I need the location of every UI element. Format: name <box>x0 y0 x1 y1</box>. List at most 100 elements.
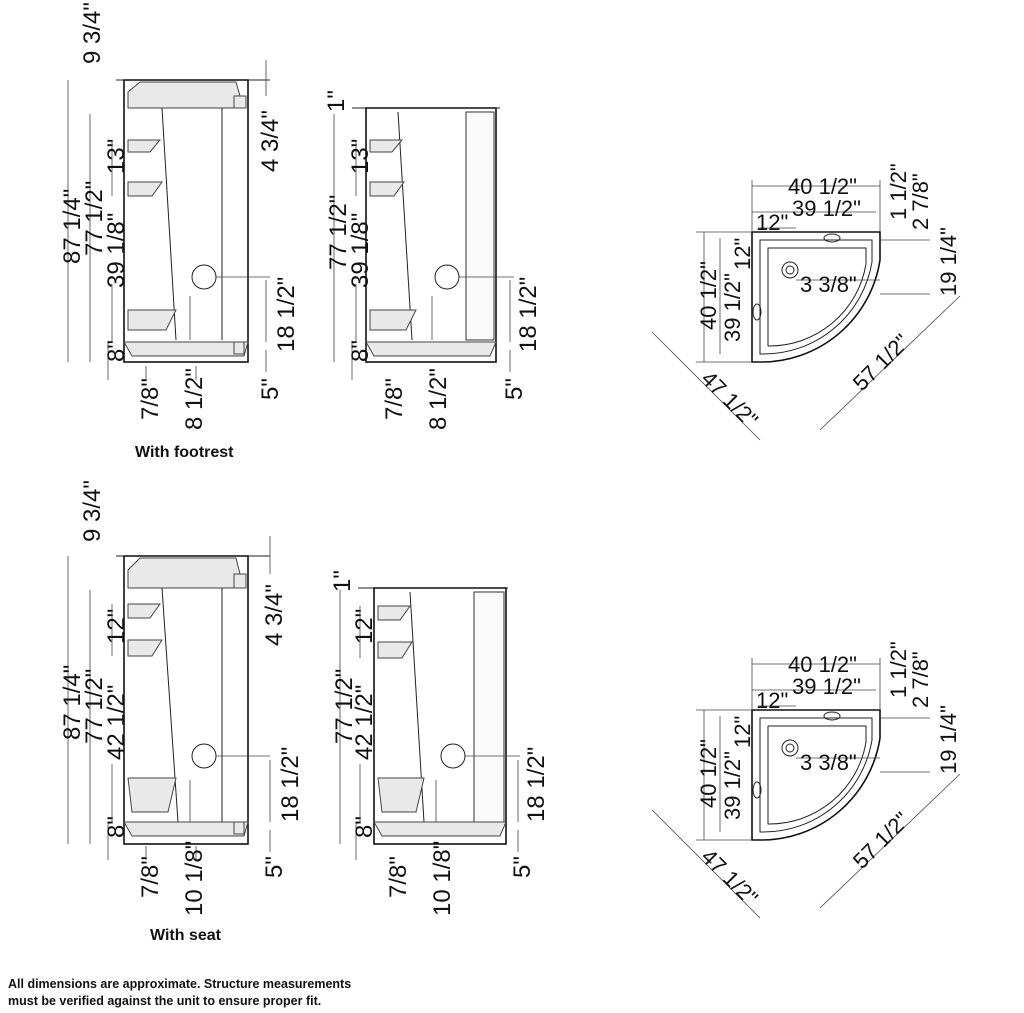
dim-right-c: 19 1/4" <box>936 227 961 296</box>
dim-bottom-a: 7/8" <box>137 856 164 898</box>
dim-bottom-a: 7/8" <box>385 856 412 898</box>
dim-base-height: 8" <box>351 816 378 838</box>
dim-outer-width: 40 1/2" <box>788 652 857 677</box>
base-outline <box>751 709 881 841</box>
dim-drain-offset: 3 3/8" <box>800 750 857 775</box>
elevation-footrest-right: 1" 77 1/2" 39 1/8" 13" 8" 18 1/2" 5" 7/8… <box>323 90 542 430</box>
base-outline <box>751 231 881 363</box>
dim-shelf-height: 39 1/8" <box>103 213 130 288</box>
dim-inner-width: 39 1/2" <box>792 674 861 699</box>
dim-right-b: 2 7/8" <box>908 651 933 708</box>
dim-wall-height: 77 1/2" <box>325 195 352 270</box>
shelf <box>127 181 163 197</box>
dim-wall-height: 77 1/2" <box>331 669 358 744</box>
dim-corner: 12" <box>756 688 788 713</box>
dim-shelf-spacing: 12" <box>103 609 130 644</box>
top-cap <box>127 557 241 589</box>
dim-corner: 12" <box>756 210 788 235</box>
dim-left-inner: 39 1/2" <box>720 751 745 820</box>
dim-bottom-right: 5" <box>501 378 528 400</box>
dim-bottom-right: 5" <box>257 378 284 400</box>
dim-drain-height: 18 1/2" <box>273 277 300 352</box>
dim-shelf-height: 42 1/2" <box>103 685 130 760</box>
plan-view-bottom: 40 1/2" 39 1/2" 12" 1 1/2" 2 7/8" 19 1/4… <box>651 641 961 919</box>
dim-top-gap: 1" <box>329 570 356 592</box>
door-panel <box>465 111 495 341</box>
dim-bottom-b: 8 1/2" <box>181 368 208 430</box>
shelf <box>369 139 404 153</box>
dim-outer-width: 40 1/2" <box>788 174 857 199</box>
shower-base <box>365 341 497 357</box>
plan-view-top: 40 1/2" 39 1/2" 12" 1 1/2" 2 7/8" 19 1/4… <box>651 163 961 441</box>
dim-top-gap: 9 3/4" <box>79 480 106 542</box>
dim-corner-side: 12" <box>730 238 755 270</box>
drain-icon <box>781 739 799 757</box>
dim-right-c: 19 1/4" <box>936 705 961 774</box>
dim-shelf-spacing: 13" <box>347 139 374 174</box>
dim-bottom-b: 8 1/2" <box>425 368 452 430</box>
elevation-footrest-left: 9 3/4" 87 1/4" 77 1/2" 39 1/8" 13" 8" 4 … <box>59 2 300 430</box>
dim-top-right: 4 3/4" <box>257 110 284 172</box>
dim-diag-left: 47 1/2" <box>696 844 762 910</box>
dim-base-height: 8" <box>347 340 374 362</box>
shelf <box>127 139 162 153</box>
valve-circle <box>434 264 460 290</box>
dim-shelf-spacing: 13" <box>103 139 130 174</box>
dim-bottom-b: 10 1/8" <box>429 841 456 916</box>
shelf <box>127 603 161 619</box>
dim-total-height: 87 1/4" <box>59 665 86 740</box>
dim-shelf-height: 42 1/2" <box>351 685 378 760</box>
dim-bottom-right: 5" <box>509 856 536 878</box>
dim-left-outer: 40 1/2" <box>696 261 721 330</box>
shelf <box>377 605 411 621</box>
shower-base <box>373 821 507 837</box>
dim-right-a: 1 1/2" <box>886 163 911 220</box>
dim-left-outer: 40 1/2" <box>696 739 721 808</box>
dim-diag-right: 57 1/2" <box>848 329 914 395</box>
dim-right-b: 2 7/8" <box>908 173 933 230</box>
dim-right-a: 1 1/2" <box>886 641 911 698</box>
dim-wall-height: 77 1/2" <box>81 669 108 744</box>
dim-shelf-height: 39 1/8" <box>347 213 374 288</box>
dim-diag-left: 47 1/2" <box>696 366 762 432</box>
dim-wall-height: 77 1/2" <box>81 181 108 256</box>
note-line-2: must be verified against the unit to ens… <box>8 994 321 1008</box>
note-line-1: All dimensions are approximate. Structur… <box>8 977 351 991</box>
dim-left-inner: 39 1/2" <box>720 273 745 342</box>
valve-circle <box>191 743 217 769</box>
top-cap <box>127 81 241 109</box>
dim-top-right: 4 3/4" <box>261 584 288 646</box>
dim-bottom-a: 7/8" <box>381 378 408 420</box>
dim-drain-height: 18 1/2" <box>515 277 542 352</box>
caption-footrest: With footrest <box>135 444 234 461</box>
door-panel <box>473 591 505 823</box>
dim-total-height: 87 1/4" <box>59 189 86 264</box>
seat <box>127 777 177 813</box>
caption-seat: With seat <box>150 927 222 944</box>
dim-base-height: 8" <box>103 340 130 362</box>
dim-shelf-spacing: 12" <box>351 609 378 644</box>
dim-drain-height: 18 1/2" <box>523 747 550 822</box>
elevation-seat-right: 1" 77 1/2" 42 1/2" 12" 8" 18 1/2" 5" 7/8… <box>329 570 550 916</box>
shelf <box>369 181 405 197</box>
dim-drain-height: 18 1/2" <box>277 747 304 822</box>
seat <box>377 777 425 813</box>
dim-inner-width: 39 1/2" <box>792 196 861 221</box>
valve-circle <box>440 743 466 769</box>
dim-diag-right: 57 1/2" <box>848 807 914 873</box>
shower-base <box>123 821 249 837</box>
dim-corner-side: 12" <box>730 716 755 748</box>
dim-top-gap: 9 3/4" <box>79 2 106 64</box>
shelf <box>377 641 413 659</box>
footrest <box>369 309 417 331</box>
elevation-seat-left: 9 3/4" 87 1/4" 77 1/2" 42 1/2" 12" 8" 4 … <box>59 480 304 916</box>
drain-icon <box>781 261 799 279</box>
shower-base <box>123 341 249 357</box>
dim-bottom-a: 7/8" <box>137 378 164 420</box>
valve-circle <box>191 264 217 290</box>
shelf <box>127 639 163 657</box>
footrest <box>127 309 177 331</box>
dim-drain-offset: 3 3/8" <box>800 272 857 297</box>
dim-bottom-right: 5" <box>261 856 288 878</box>
